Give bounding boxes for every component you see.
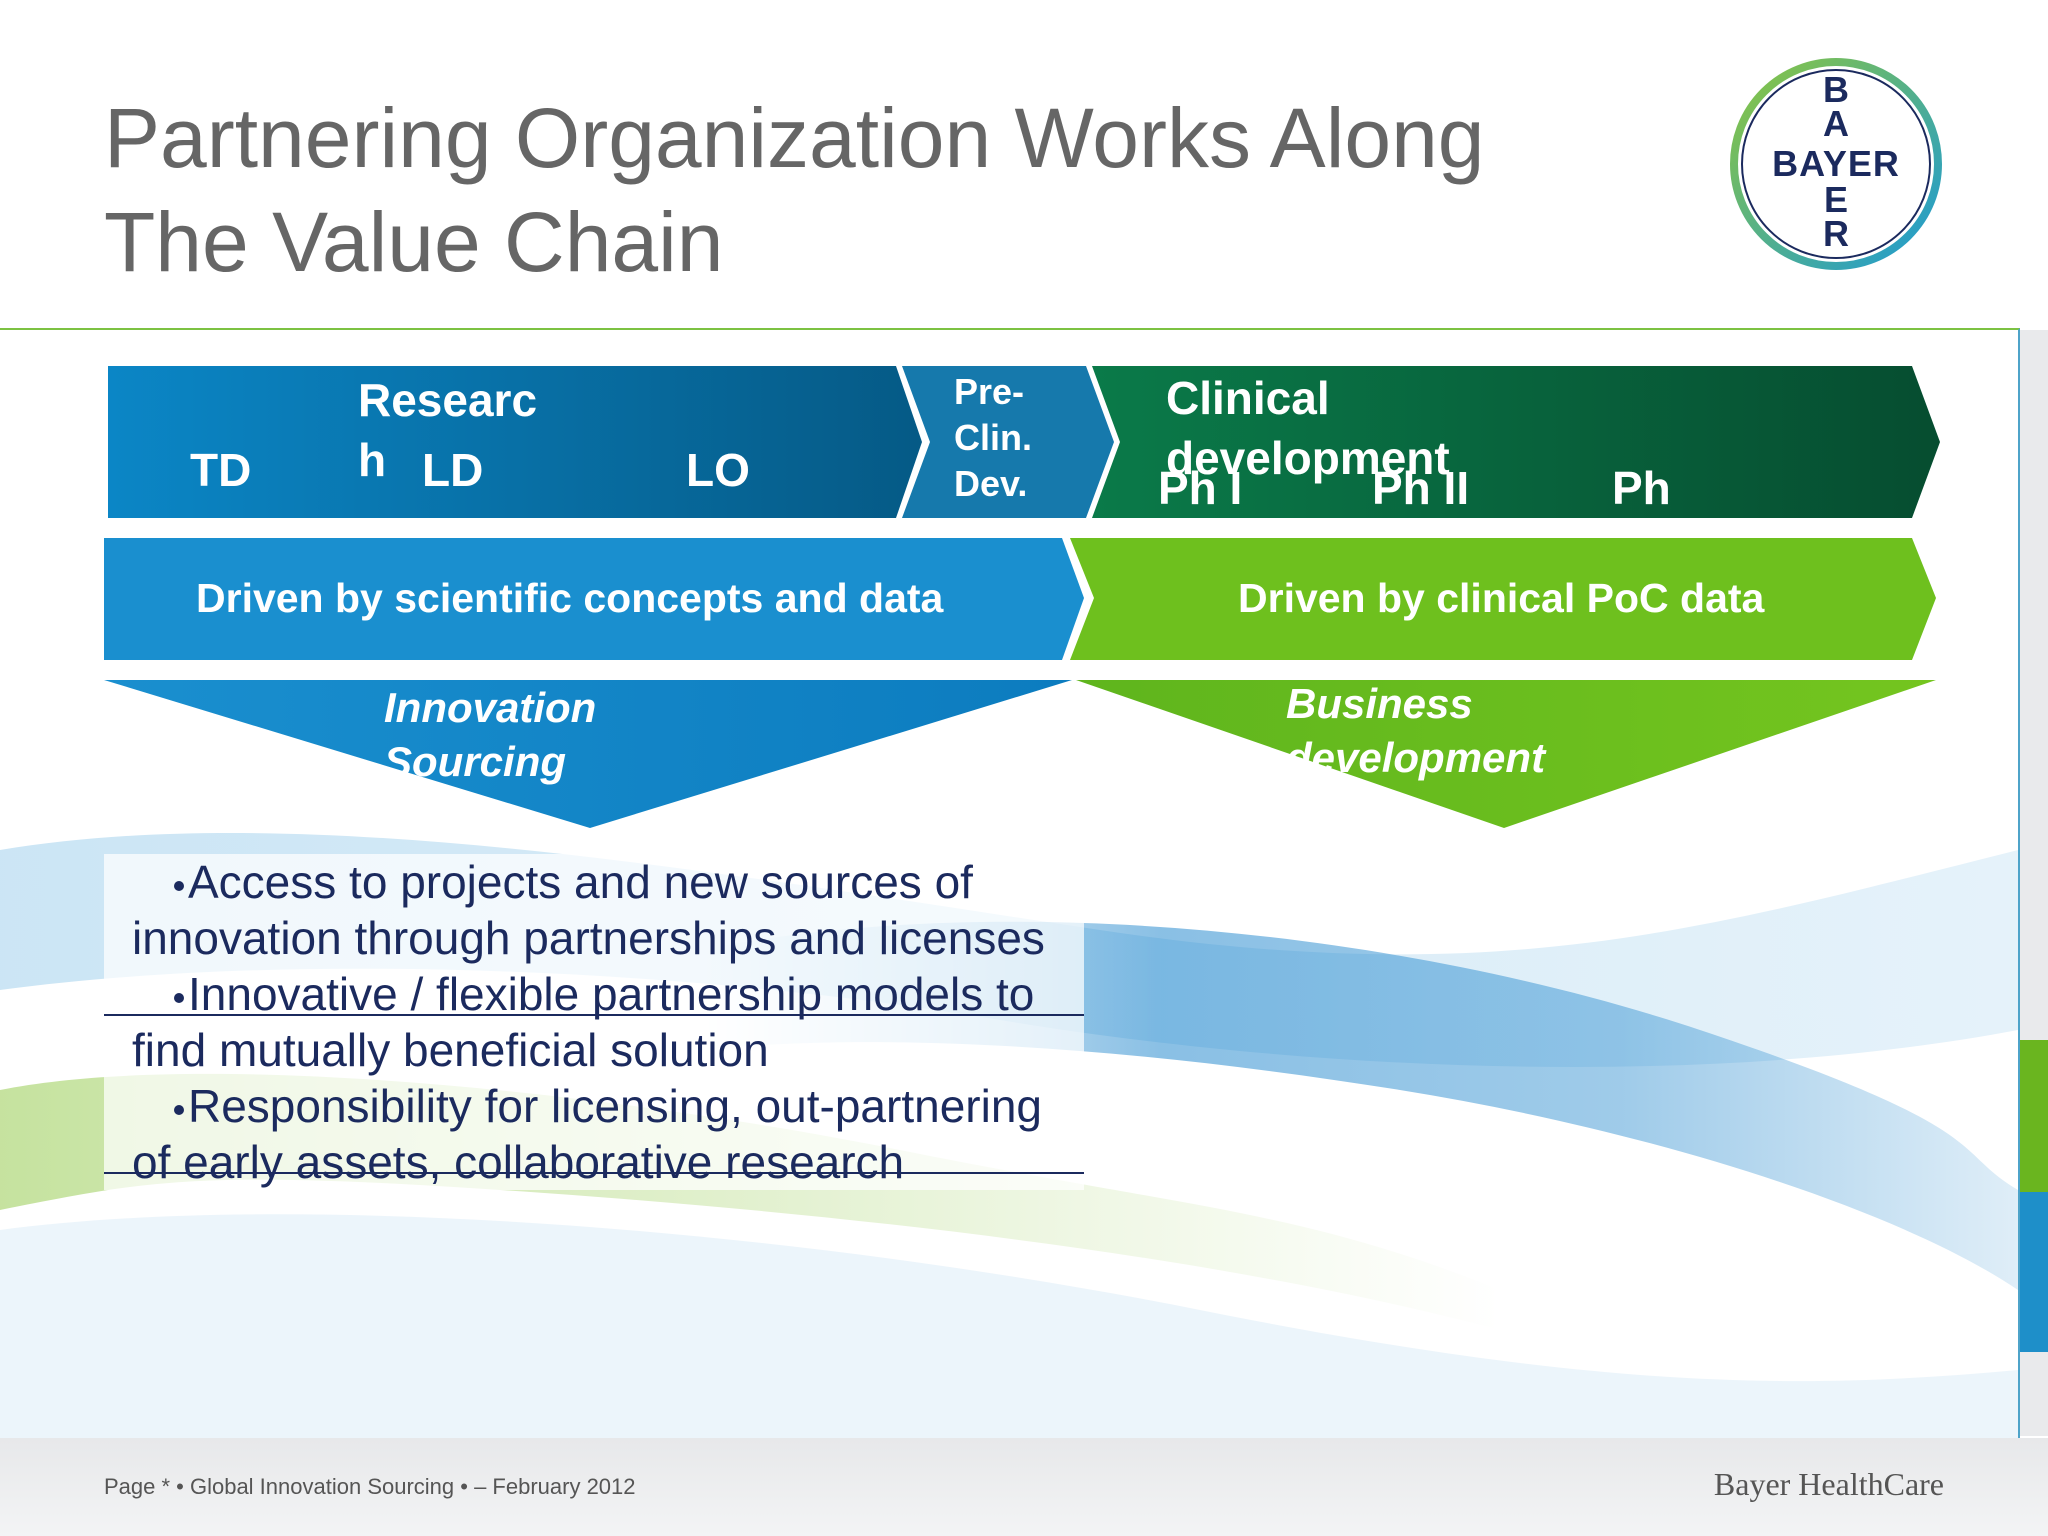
logo-letter-v2: A [1823,103,1849,144]
stage-ph3: Ph [1612,462,1671,514]
stage-ph2: Ph II [1372,462,1469,514]
clinical-title-line-1: Clinical [1166,372,1330,424]
slide-title-line-2: The Value Chain [104,195,724,289]
slide-title-line-1: Partnering Organization Works Along [104,91,1485,185]
driver-bar-scientific [104,538,1084,660]
logo-letter-v5: R [1823,213,1849,254]
innovation-sourcing-line-2: Sourcing [384,738,566,785]
stage-lo: LO [686,444,750,496]
innovation-sourcing-line-1: Innovation [384,684,596,731]
preclinical-line-3: Dev. [954,463,1027,504]
bullet-item-3: Responsibility for licensing, out-partne… [104,1078,1084,1190]
bullet-text-2: Innovative / flexible partnership models… [132,968,1035,1076]
business-development-line-2: development [1286,734,1547,781]
bullet-text-3: Responsibility for licensing, out-partne… [132,1080,1042,1188]
logo-letter-v4: E [1824,179,1848,220]
innovation-sourcing-funnel [104,680,1072,828]
footer-page-info: Page * • Global Innovation Sourcing • – … [104,1474,636,1499]
stage-ph1: Ph I [1158,462,1242,514]
driver-bar-clinical [1070,538,1936,660]
bullet-list: Access to projects and new sources of in… [104,854,1084,1190]
bullet-item-1: Access to projects and new sources of in… [104,854,1084,966]
side-accent-blue [2020,1192,2048,1352]
bullet-item-2: Innovative / flexible partnership models… [104,966,1084,1078]
research-title-line-2: h [358,434,386,486]
slide-title: Partnering Organization Works Along The … [104,86,1664,294]
bullet-dot-icon [174,880,184,891]
bullet-divider-1 [104,1014,1084,1016]
side-accent-green [2020,1040,2048,1192]
business-development-funnel [1076,680,1936,828]
logo-horizontal-word: BAYER [1772,143,1900,184]
bullet-dot-icon [174,1104,184,1115]
driver-scientific-label: Driven by scientific concepts and data [196,575,945,621]
footer-brand-wordmark: Bayer HealthCare [1713,1466,1944,1502]
logo-letter-v1: B [1823,69,1849,110]
clinical-chevron [1092,366,1940,518]
bayer-cross-icon: B A BAYER E R [1730,58,1942,270]
driver-clinical-label: Driven by clinical PoC data [1238,575,1766,621]
preclinical-line-1: Pre- [954,371,1024,412]
bullet-divider-2 [104,1172,1084,1174]
side-accent-grey-bottom [2020,1352,2048,1436]
bullet-dot-icon [174,992,184,1003]
preclinical-chevron [902,366,1114,518]
clinical-title-line-2: development [1166,432,1450,484]
research-chevron [108,366,922,518]
side-accent-grey [2020,330,2048,1040]
research-title-line-1: Researc [358,374,537,426]
footer-bar [0,1438,2048,1536]
preclinical-line-2: Clin. [954,417,1032,458]
stage-td: TD [190,444,251,496]
stage-ld: LD [422,444,483,496]
bullet-text-1: Access to projects and new sources of in… [132,856,1045,964]
business-development-line-1: Business [1286,680,1473,727]
